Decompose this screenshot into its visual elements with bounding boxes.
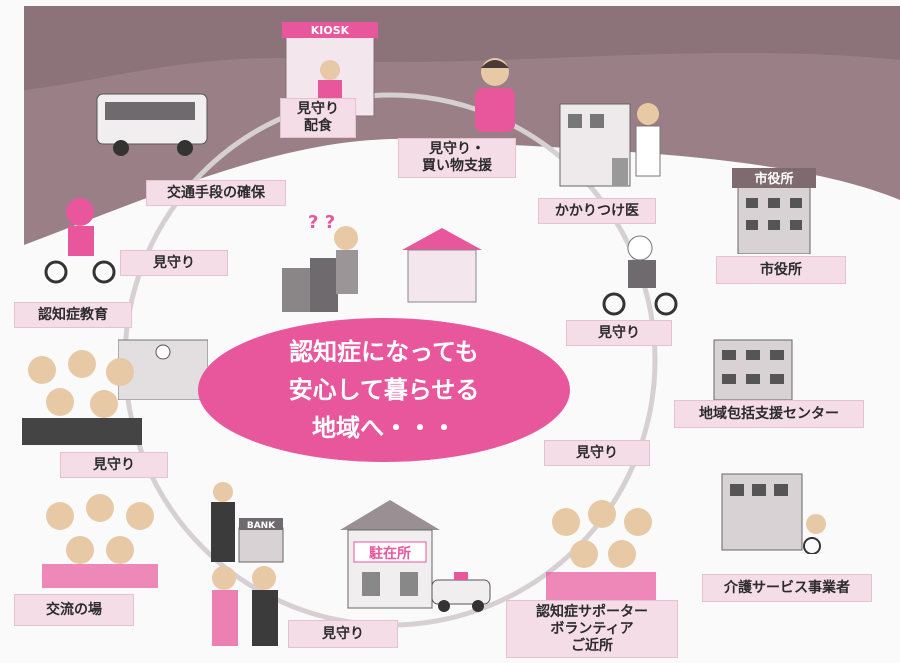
bank-illustration: BANK — [211, 482, 284, 563]
police-car-illustration — [431, 572, 491, 612]
label-watch-police-bike: 見守り — [566, 320, 672, 346]
label-dementia-education: 認知症教育 — [14, 302, 132, 328]
police-box-sign: 駐在所 — [369, 545, 411, 562]
label-watch-school: 見守り — [60, 452, 168, 478]
kiosk-sign: KIOSK — [311, 24, 350, 37]
label-watch-bottom: 見守り — [288, 620, 398, 648]
clinic-illustration — [559, 103, 661, 187]
students-illustration — [22, 350, 142, 445]
delivery-bike-illustration — [44, 198, 116, 284]
shop-clerk-illustration — [475, 58, 515, 132]
label-watch-shopping: 見守り・ 買い物支援 — [398, 138, 516, 178]
label-watch-meal: 見守り 配食 — [280, 98, 356, 138]
label-watch-right: 見守り — [544, 440, 650, 466]
center-message: 認知症になっても 安心して暮らせる 地域へ・・・ — [198, 318, 570, 462]
label-family-doctor: かかりつけ医 — [538, 198, 656, 224]
label-care-service: 介護サービス事業者 — [702, 574, 872, 602]
city-office-sign: 市役所 — [754, 171, 793, 187]
police-box-illustration: 駐在所 — [340, 500, 440, 609]
label-watch-delivery: 見守り — [120, 250, 228, 276]
supporters-group-illustration — [546, 500, 656, 600]
bank-sign: BANK — [247, 521, 276, 531]
label-supporters: 認知症サポーター ボランティア ご近所 — [506, 600, 678, 658]
bus-illustration — [96, 93, 208, 156]
label-city-office: 市役所 — [716, 256, 846, 284]
svg-text:? ?: ? ? — [308, 212, 335, 233]
elderly-home-illustration: ? ? — [282, 212, 482, 312]
seniors-group-illustration — [42, 494, 158, 588]
police-bike-illustration — [602, 235, 678, 316]
label-exchange-place: 交流の場 — [14, 594, 134, 626]
city-office-illustration: 市役所 — [732, 168, 816, 254]
elderly-couple-illustration — [212, 566, 278, 646]
label-support-center: 地域包括支援センター — [674, 400, 864, 428]
support-center-illustration — [713, 339, 793, 401]
care-facility-illustration — [721, 473, 826, 554]
label-transport: 交通手段の確保 — [146, 180, 286, 206]
